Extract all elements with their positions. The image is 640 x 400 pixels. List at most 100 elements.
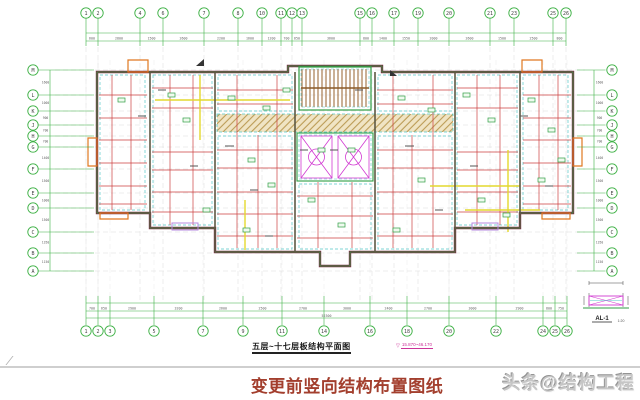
svg-text:1000: 1000 xyxy=(596,101,604,105)
svg-text:3200: 3200 xyxy=(175,306,183,310)
svg-text:1: 1 xyxy=(84,11,87,17)
svg-text:52300: 52300 xyxy=(322,314,332,318)
svg-text:800: 800 xyxy=(557,36,563,40)
highlight-lines-layer xyxy=(155,75,540,250)
grid-bubble: J xyxy=(606,119,618,131)
svg-text:23: 23 xyxy=(511,11,517,17)
grid-bubble: A xyxy=(27,265,39,277)
grid-bubble: K xyxy=(27,105,39,117)
grid-bubble: 16 xyxy=(366,7,378,19)
plan-caption: 五层~十七层板结构平面图 xyxy=(252,341,351,354)
svg-text:9: 9 xyxy=(241,329,244,335)
svg-text:1600: 1600 xyxy=(246,36,254,40)
grid-bubble: 4 xyxy=(134,7,146,19)
grid-bubble: 6 xyxy=(157,7,169,19)
svg-text:11: 11 xyxy=(278,11,284,17)
svg-text:M: M xyxy=(610,68,613,74)
svg-text:700: 700 xyxy=(597,129,603,133)
grid-bubble: A xyxy=(606,265,618,277)
grid-bubble: 10 xyxy=(256,7,268,19)
grid-bubble: 22 xyxy=(490,325,502,337)
svg-text:1500: 1500 xyxy=(596,218,604,222)
grid-bubble: 9 xyxy=(237,325,249,337)
svg-text:1400: 1400 xyxy=(42,156,50,160)
svg-text:1500: 1500 xyxy=(596,179,604,183)
grid-bubble: 7 xyxy=(197,325,209,337)
separator-line xyxy=(0,366,640,368)
corridor-hatch xyxy=(216,113,454,133)
svg-text:1500: 1500 xyxy=(42,218,50,222)
grid-bubble: 2 xyxy=(92,7,104,19)
svg-text:13: 13 xyxy=(299,11,305,17)
balcony-outlines xyxy=(87,59,583,220)
svg-text:L: L xyxy=(31,93,34,99)
svg-text:17: 17 xyxy=(391,11,397,17)
svg-text:1500: 1500 xyxy=(498,36,506,40)
svg-text:8: 8 xyxy=(236,11,239,17)
svg-text:14: 14 xyxy=(321,329,327,335)
svg-text:1400: 1400 xyxy=(596,156,604,160)
svg-text:26: 26 xyxy=(564,329,570,335)
svg-text:G: G xyxy=(610,145,613,151)
svg-text:1400: 1400 xyxy=(379,36,387,40)
grid-bubble: 14 xyxy=(318,325,330,337)
svg-text:900: 900 xyxy=(43,116,49,120)
grid-bubble: F xyxy=(606,163,618,175)
staircase xyxy=(298,66,372,111)
beam-section-detail: AL-1 1:20 xyxy=(583,281,629,323)
grid-bubble: L xyxy=(606,89,618,101)
svg-text:C: C xyxy=(31,230,34,236)
grid-bubble: 26 xyxy=(560,7,572,19)
svg-text:7: 7 xyxy=(202,11,205,17)
elevation-note: ▽ 15.870~46.170 xyxy=(396,342,434,349)
svg-text:25: 25 xyxy=(552,329,558,335)
svg-text:1000: 1000 xyxy=(42,199,50,203)
svg-text:1550: 1550 xyxy=(402,36,410,40)
svg-text:K: K xyxy=(610,109,613,115)
grid-bubble: 5 xyxy=(148,325,160,337)
triangle-markers xyxy=(196,59,397,76)
svg-text:800: 800 xyxy=(363,36,369,40)
grid-bubble: L xyxy=(27,89,39,101)
grid-bubble: 16 xyxy=(364,325,376,337)
grid-bubble: 18 xyxy=(401,325,413,337)
svg-text:20: 20 xyxy=(446,329,452,335)
svg-text:24: 24 xyxy=(540,329,546,335)
svg-text:700: 700 xyxy=(43,140,49,144)
svg-text:1000: 1000 xyxy=(42,101,50,105)
svg-text:2500: 2500 xyxy=(259,306,267,310)
grid-bubble: 1 xyxy=(80,325,92,337)
svg-text:2500: 2500 xyxy=(530,36,538,40)
grid-bubble: 26 xyxy=(561,325,573,337)
svg-text:750: 750 xyxy=(558,306,564,310)
svg-text:2600: 2600 xyxy=(466,36,474,40)
grid-bubble: M xyxy=(606,64,618,76)
grid-bubble: 20 xyxy=(443,325,455,337)
svg-text:2400: 2400 xyxy=(385,306,393,310)
svg-text:1: 1 xyxy=(84,329,87,335)
svg-text:15: 15 xyxy=(357,11,363,17)
article-red-title: 变更前竖向结构布置图纸 xyxy=(250,377,444,397)
svg-text:1350: 1350 xyxy=(596,241,604,245)
svg-text:G: G xyxy=(31,145,34,151)
svg-text:2000: 2000 xyxy=(430,36,438,40)
grid-bubble: 24 xyxy=(537,325,549,337)
svg-text:26: 26 xyxy=(563,11,569,17)
svg-text:K: K xyxy=(31,109,34,115)
grid-bubble: M xyxy=(27,64,39,76)
svg-text:3600: 3600 xyxy=(327,36,335,40)
grid-bubble: 11 xyxy=(275,7,287,19)
svg-text:2900: 2900 xyxy=(128,306,136,310)
svg-text:800: 800 xyxy=(546,306,552,310)
grid-bubble: G xyxy=(606,141,618,153)
grid-bubble: G xyxy=(27,141,39,153)
svg-text:1600: 1600 xyxy=(42,81,50,85)
svg-text:E: E xyxy=(31,191,34,197)
grid-bubble: 7 xyxy=(198,7,210,19)
detail-label: AL-1 xyxy=(595,316,609,322)
grid-bubble: F xyxy=(27,163,39,175)
